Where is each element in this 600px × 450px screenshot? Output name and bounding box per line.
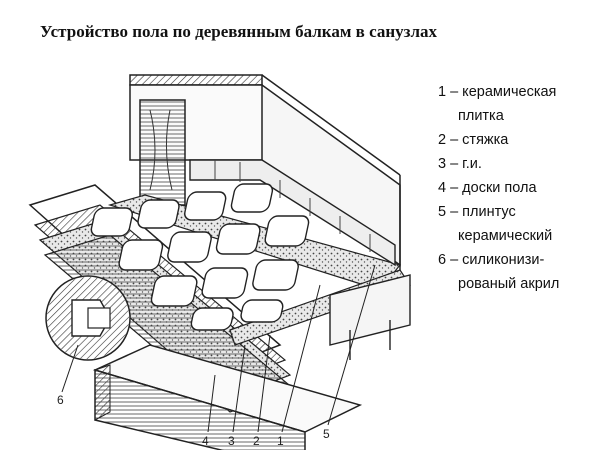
ceramic-skirting	[189, 159, 396, 267]
tile	[137, 199, 180, 229]
tile	[184, 191, 227, 221]
tile	[118, 239, 164, 271]
tile	[90, 207, 133, 237]
legend-item-1: 1 – керамическая плитка	[438, 80, 598, 128]
callout-leaders	[61, 264, 376, 433]
callout-1: 1	[277, 434, 284, 448]
tile	[150, 275, 198, 307]
legend-item-2-line1: 2 – стяжка	[438, 132, 509, 148]
legend-item-5: 5 – плинтус керамический	[438, 200, 598, 248]
legend-item-6: 6 – силиконизи- рованый акрил	[438, 248, 598, 296]
support-beams	[329, 274, 411, 360]
callout-5: 5	[323, 427, 330, 441]
legend-item-3: 3 – г.и.	[438, 152, 598, 176]
tile	[264, 215, 310, 247]
callout-3: 3	[228, 434, 235, 448]
legend-item-3-line1: 3 – г.и.	[438, 156, 482, 172]
legend-item-6-line1: 6 – силиконизи-	[438, 252, 545, 268]
legend-item-6-line2: рованый акрил	[458, 276, 560, 292]
tile	[167, 231, 212, 263]
legend-item-1-line1: 1 – керамическая	[438, 84, 557, 100]
legend: 1 – керамическая плитка 2 – стяжка 3 – г…	[438, 80, 598, 296]
ceramic-tile-field	[90, 183, 310, 331]
tile	[252, 259, 299, 291]
callout-6: 6	[57, 393, 64, 407]
legend-item-4-line1: 4 – доски пола	[438, 180, 537, 196]
corner-pier	[139, 99, 186, 206]
legend-item-1-line2: плитка	[458, 108, 504, 124]
legend-item-5-line1: 5 – плинтус	[438, 204, 516, 220]
legend-item-5-line2: керамический	[458, 228, 553, 244]
tile	[215, 223, 261, 255]
legend-item-4: 4 – доски пола	[438, 176, 598, 200]
wooden-joist	[92, 344, 363, 450]
detail-circle	[45, 275, 131, 361]
legend-item-2: 2 – стяжка	[438, 128, 598, 152]
callout-4: 4	[202, 434, 209, 448]
tile	[230, 183, 274, 213]
tile	[201, 267, 249, 299]
callout-2: 2	[253, 434, 260, 448]
diagram-title: Устройство пола по деревянным балкам в с…	[40, 22, 438, 41]
tile	[240, 299, 284, 323]
tile	[190, 307, 234, 331]
